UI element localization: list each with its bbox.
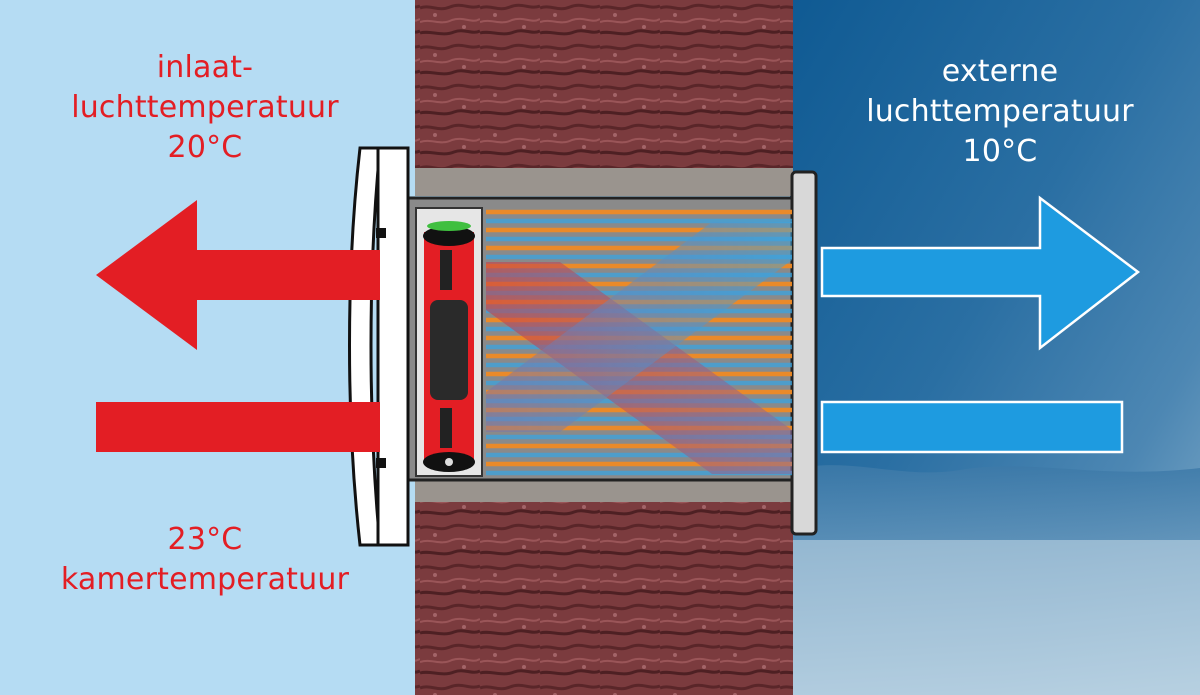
warm-supply-arrow: [96, 200, 380, 350]
external-label-line3: 10°C: [962, 134, 1038, 169]
wall-brick-bottom: [415, 498, 793, 695]
inlet-label-line3: 20°C: [167, 130, 243, 165]
warm-exhaust-bar: [96, 402, 380, 452]
cold-outlet-arrow: [820, 195, 1141, 351]
wall-mortar-top: [415, 168, 793, 196]
cold-intake-bar: [820, 400, 1124, 454]
outdoor-haze: [790, 540, 1200, 695]
inlet-label-line2: luchttemperatuur: [71, 90, 339, 125]
room-label-line1: 23°C: [167, 522, 243, 557]
vent-grille: [348, 146, 410, 547]
external-label-line1: externe: [941, 54, 1059, 89]
outer-end-cap: [790, 170, 818, 536]
wall-brick-top: [415, 0, 793, 172]
external-air-temperature-label: externe luchttemperatuur 10°C: [835, 52, 1165, 172]
external-label-line2: luchttemperatuur: [866, 94, 1134, 129]
fan-icon: [415, 207, 483, 477]
cold-flow-diagonal: [486, 222, 792, 432]
wall-mortar-bottom: [415, 480, 793, 502]
heat-exchanger-icon: [486, 209, 792, 476]
inlet-air-temperature-label: inlaat- luchttemperatuur 20°C: [20, 48, 390, 168]
room-temperature-label: 23°C kamertemperatuur: [20, 520, 390, 600]
room-label-line2: kamertemperatuur: [60, 562, 350, 597]
inlet-label-line1: inlaat-: [156, 50, 254, 85]
